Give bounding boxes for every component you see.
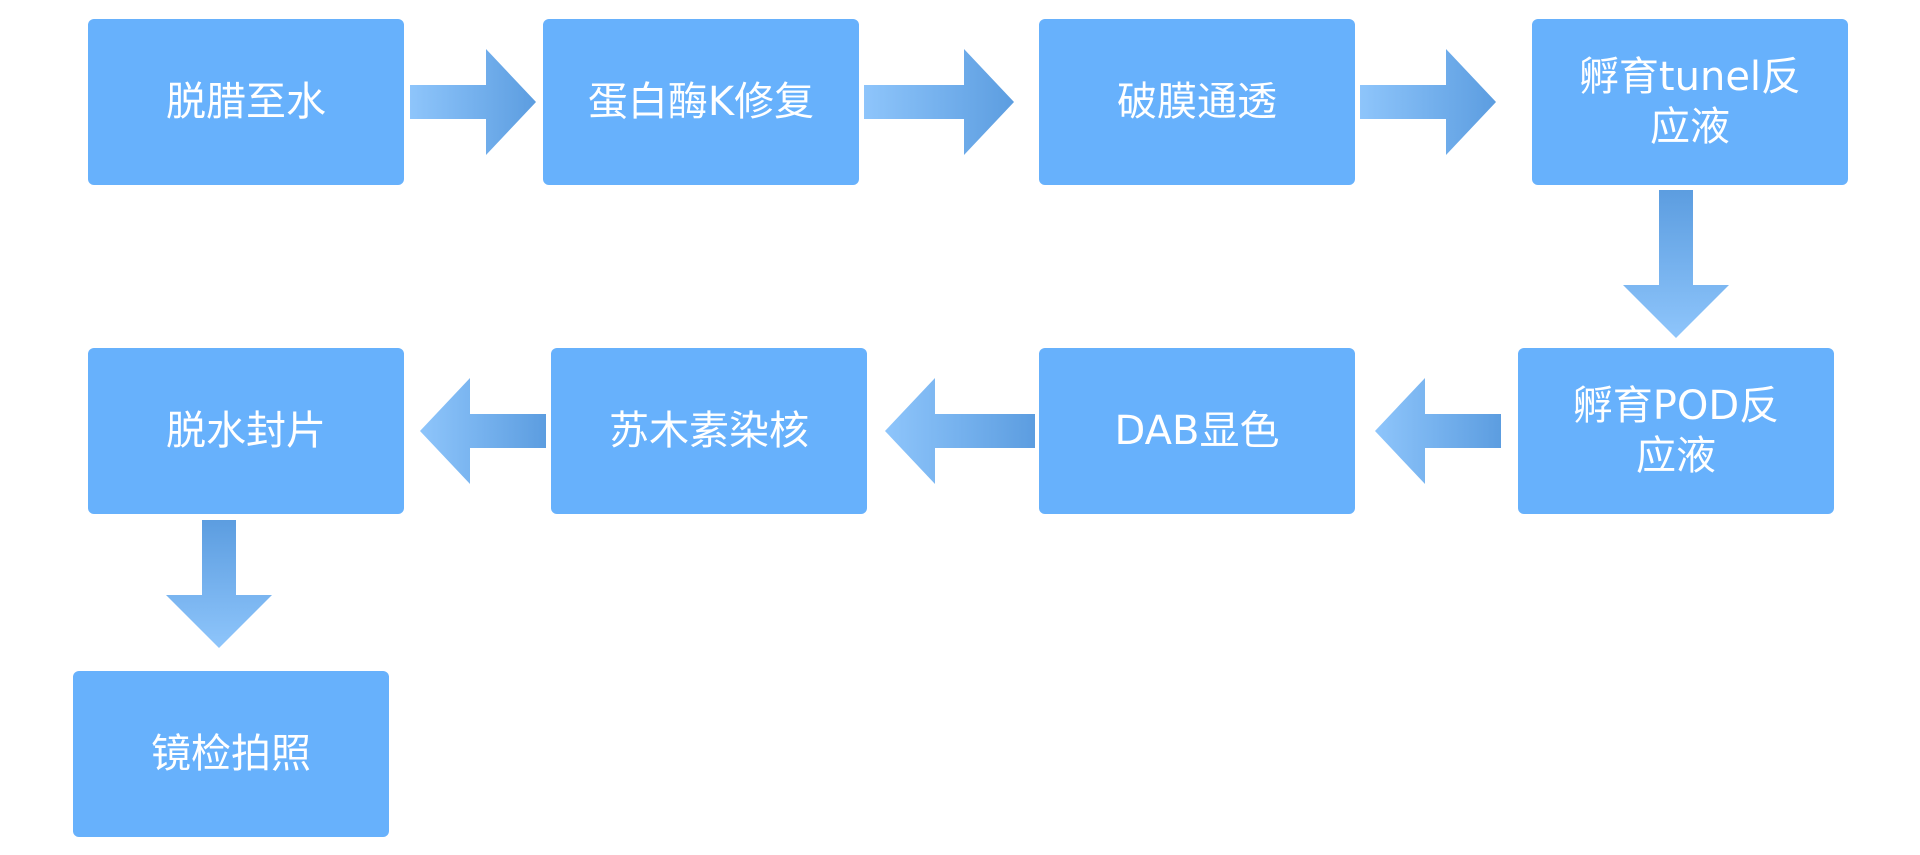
step-box-4: 孵育tunel反 应液 — [1532, 19, 1848, 185]
step-box-3: 破膜通透 — [1039, 19, 1355, 185]
step-box-6: DAB显色 — [1039, 348, 1355, 514]
arrow-left-icon — [885, 378, 1035, 484]
step-box-5: 孵育POD反 应液 — [1518, 348, 1834, 514]
step-box-2: 蛋白酶K修复 — [543, 19, 859, 185]
step-box-9: 镜检拍照 — [73, 671, 389, 837]
arrow-left-icon — [420, 378, 546, 484]
arrow-down-icon — [1623, 190, 1729, 338]
step-box-7: 苏木素染核 — [551, 348, 867, 514]
arrow-right-icon — [1360, 49, 1496, 155]
arrow-right-icon — [864, 49, 1014, 155]
arrow-right-icon — [410, 49, 536, 155]
arrow-down-icon — [166, 520, 272, 648]
arrow-left-icon — [1375, 378, 1501, 484]
step-box-8: 脱水封片 — [88, 348, 404, 514]
step-box-1: 脱腊至水 — [88, 19, 404, 185]
